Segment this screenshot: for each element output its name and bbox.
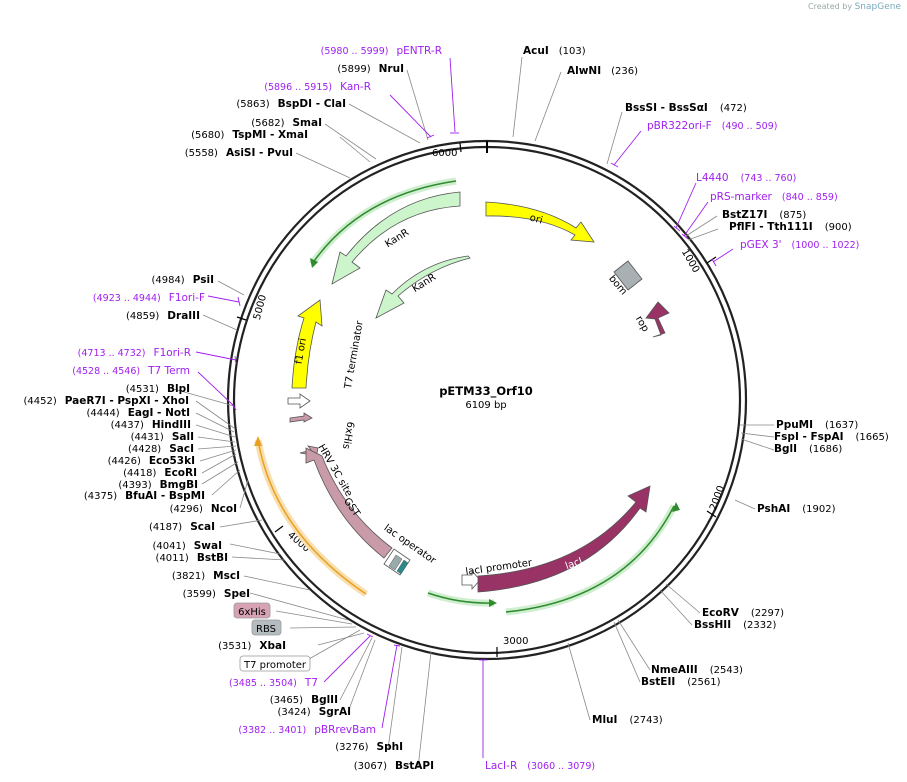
site-ppumi: PpuMI(1637) xyxy=(776,419,858,431)
primer-pbr322ori-f: pBR322ori-F(490 .. 509) xyxy=(647,120,777,132)
feature-kanr-1[interactable] xyxy=(331,191,461,285)
site-spei: (3599)SpeI xyxy=(183,588,250,600)
site-saci: (4428)SacI xyxy=(128,443,194,455)
site-eagi: (4444)EagI - NotI xyxy=(86,407,190,419)
feature-gst[interactable] xyxy=(305,447,393,559)
site-bstapi: (3067)BstAPI xyxy=(354,760,434,772)
boxed-rbs-label: RBS xyxy=(256,624,276,635)
feature-rop[interactable] xyxy=(645,301,670,338)
site-bglii: (3465)BglII xyxy=(270,694,338,706)
site-tspmi: (5680)TspMI - XmaI xyxy=(191,129,308,141)
tick-2000: 2000 xyxy=(708,484,727,512)
feature-laci[interactable] xyxy=(477,485,651,593)
primer-pgex3: pGEX 3'(1000 .. 1022) xyxy=(740,239,859,251)
site-nrui: (5899)NruI xyxy=(337,63,404,75)
feature-bom[interactable] xyxy=(613,260,643,291)
feature-label-6xhis: 6xHis xyxy=(340,421,356,450)
site-pflfi: PflFI - Tth111I(900) xyxy=(729,221,852,233)
site-blpi: (4531)BlpI xyxy=(126,383,190,395)
site-bfuai: (4375)BfuAI - BspMI xyxy=(84,490,205,502)
site-ecorv: EcoRV(2297) xyxy=(702,607,784,619)
feature-t7-terminator[interactable] xyxy=(287,393,311,409)
boxed-6xhis-label: 6xHis xyxy=(238,607,266,618)
primer-pbrrevbam: (3382 .. 3401)pBRrevBam xyxy=(238,724,376,736)
site-bsssi: BssSI - BssSαI(472) xyxy=(625,102,747,114)
tick-3000: 3000 xyxy=(503,636,528,647)
site-nmeaiii: NmeAIII(2543) xyxy=(651,664,743,676)
site-draiii: (4859)DraIII xyxy=(126,310,200,322)
site-sali: (4431)SalI xyxy=(131,431,194,443)
plasmid-name: pETM33_Orf10 xyxy=(439,384,533,399)
site-xbai: (3531)XbaI xyxy=(218,640,286,652)
site-bsteii: BstEII(2561) xyxy=(641,676,721,688)
boxed-t7-promoter-label: T7 promoter xyxy=(243,660,307,671)
site-scai: (4187)ScaI xyxy=(149,521,215,533)
primer-kan-r: (5896 .. 5915)Kan-R xyxy=(264,81,371,93)
site-paer7i: (4452)PaeR7I - PspXI - XhoI xyxy=(24,395,190,407)
boxed-6xhis: 6xHis xyxy=(233,602,271,619)
site-bmgbi: (4393)BmgBI xyxy=(118,479,198,491)
site-bsshii: BssHII(2332) xyxy=(694,619,776,631)
site-msci: (3821)MscI xyxy=(172,570,240,582)
site-hindiii: (4437)HindIII xyxy=(111,419,191,431)
credit: Created by SnapGene xyxy=(808,2,901,12)
site-acui: AcuI(103) xyxy=(523,45,586,57)
primer-f1ori-f: (4923 .. 4944)F1ori-F xyxy=(93,292,205,304)
site-smai: (5682)SmaI xyxy=(251,117,322,129)
primer-leaders xyxy=(195,57,734,758)
site-psii: (4984)PsiI xyxy=(151,274,214,286)
boxed-rbs: RBS xyxy=(251,619,282,636)
feature-laci-promoter[interactable] xyxy=(461,569,481,591)
primer-prs-marker: pRS-marker(840 .. 859) xyxy=(710,191,838,203)
primer-t7-term: (4528 .. 4546)T7 Term xyxy=(72,365,190,377)
plasmid-length: 6109 bp xyxy=(465,400,506,411)
site-fspi: FspI - FspAI(1665) xyxy=(774,431,889,443)
feature-label-t7-terminator: T7 terminator xyxy=(343,319,366,391)
feature-label-f1-ori: f1 ori xyxy=(294,337,309,365)
site-ecori: (4418)EcoRI xyxy=(123,467,197,479)
primer-f1ori-r: (4713 .. 4732)F1ori-R xyxy=(78,347,191,359)
boxed-t7-promoter: T7 promoter xyxy=(239,655,311,672)
site-alwni: AlwNI(236) xyxy=(567,65,638,77)
primer-pentr-r: (5980 .. 5999)pENTR-R xyxy=(321,45,442,57)
feature-f1-ori[interactable] xyxy=(291,299,323,389)
credit-text: Created by xyxy=(808,2,853,11)
primer-laci-r: LacI-R(3060 .. 3079) xyxy=(485,760,595,772)
primer-l4440: L4440(743 .. 760) xyxy=(696,172,796,184)
tick-marks xyxy=(236,142,717,657)
feature-6xhis[interactable] xyxy=(289,412,313,423)
feature-label-kanr-1: KanR xyxy=(383,227,411,250)
primer-t7: (3485 .. 3504)T7 xyxy=(229,677,318,689)
site-bstz17i: BstZ17I(875) xyxy=(722,209,806,221)
site-bstbi: (4011)BstBI xyxy=(156,552,228,564)
feature-kanr-2[interactable] xyxy=(375,255,471,319)
site-swai: (4041)SwaI xyxy=(152,540,222,552)
site-pshai: PshAI(1902) xyxy=(757,503,836,515)
site-mlui: MluI(2743) xyxy=(592,714,663,726)
site-ncoi: (4296)NcoI xyxy=(170,503,237,515)
site-asisi: (5558)AsiSI - PvuI xyxy=(185,147,293,159)
leader-lines xyxy=(169,56,775,769)
feature-lac-operator[interactable] xyxy=(383,548,411,576)
site-sphi: (3276)SphI xyxy=(335,741,403,753)
site-bgli: BglI(1686) xyxy=(774,443,842,455)
tick-6000: 6000 xyxy=(432,148,457,159)
feature-ori[interactable] xyxy=(485,201,595,243)
credit-brand: SnapGene xyxy=(854,2,901,12)
site-eco53ki: (4426)Eco53kI xyxy=(108,455,195,467)
feature-label-ori: ori xyxy=(528,213,543,227)
site-bspdi: (5863)BspDI - ClaI xyxy=(236,98,346,110)
site-sgrai: (3424)SgrAI xyxy=(277,706,351,718)
